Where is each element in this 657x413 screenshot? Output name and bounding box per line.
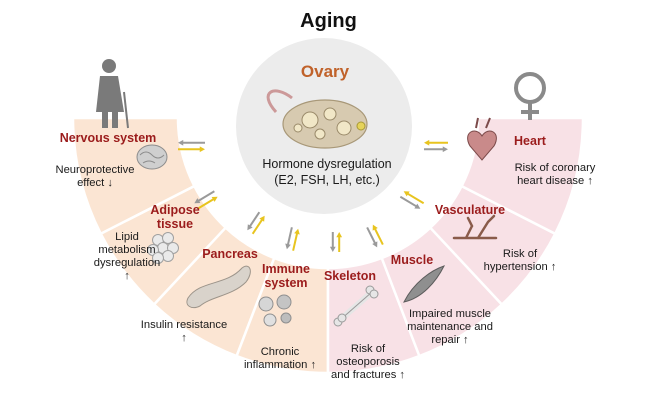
center-organ-text: Hormone dysregulation (E2, FSH, LH, etc.… xyxy=(262,157,392,187)
adipose-cells-icon xyxy=(147,232,179,264)
organ-label-pancreas: Pancreas xyxy=(202,247,258,261)
organ-label-skeleton: Skeleton xyxy=(323,269,377,283)
bidirectional-arrows-icon-5 xyxy=(329,232,343,252)
female-symbol-icon xyxy=(514,72,546,120)
effect-skeleton: Risk of osteoporosis and fractures ↑ xyxy=(331,343,405,381)
center-organ-name: Ovary xyxy=(300,62,350,81)
effect-muscle: Impaired muscle maintenance and repair ↑ xyxy=(407,308,493,346)
diagram-title: Aging xyxy=(300,10,357,32)
heart-icon xyxy=(467,117,497,161)
bidirectional-arrows-icon-6 xyxy=(366,224,384,248)
brain-icon xyxy=(136,144,168,170)
organ-label-adipose-tissue: Adipose tissue xyxy=(150,203,200,231)
organ-label-nervous-system: Nervous system xyxy=(59,131,157,145)
blood-vessel-icon xyxy=(452,214,498,240)
immune-cells-icon xyxy=(258,294,292,327)
organ-label-heart: Heart xyxy=(514,134,546,148)
effect-pancreas: Insulin resistance ↑ xyxy=(140,319,228,344)
ovary-icon xyxy=(266,89,368,149)
pancreas-icon xyxy=(186,265,251,309)
organ-label-muscle: Muscle xyxy=(390,253,434,267)
effect-immune-system: Chronic inflammation ↑ xyxy=(243,346,317,371)
effect-vasculature: Risk of hypertension ↑ xyxy=(483,248,557,273)
bidirectional-arrows-icon-3 xyxy=(247,211,265,235)
muscle-icon xyxy=(403,265,445,303)
elderly-woman-icon xyxy=(96,59,129,129)
bidirectional-arrows-icon-8 xyxy=(424,139,448,153)
bidirectional-arrows-icon-4 xyxy=(285,227,300,251)
bone-icon xyxy=(333,285,379,327)
effect-heart: Risk of coronary heart disease ↑ xyxy=(514,162,596,187)
bidirectional-arrows-icon-7 xyxy=(399,191,425,209)
organ-label-immune-system: Immune system xyxy=(262,262,310,290)
bidirectional-arrows-icon-1 xyxy=(178,139,205,153)
effect-adipose-tissue: Lipid metabolism dysregulation ↑ xyxy=(93,231,161,282)
organ-label-vasculature: Vasculature xyxy=(434,203,506,217)
bidirectional-arrows-icon-2 xyxy=(194,190,218,210)
effect-nervous-system: Neuroprotective effect ↓ xyxy=(55,164,135,189)
